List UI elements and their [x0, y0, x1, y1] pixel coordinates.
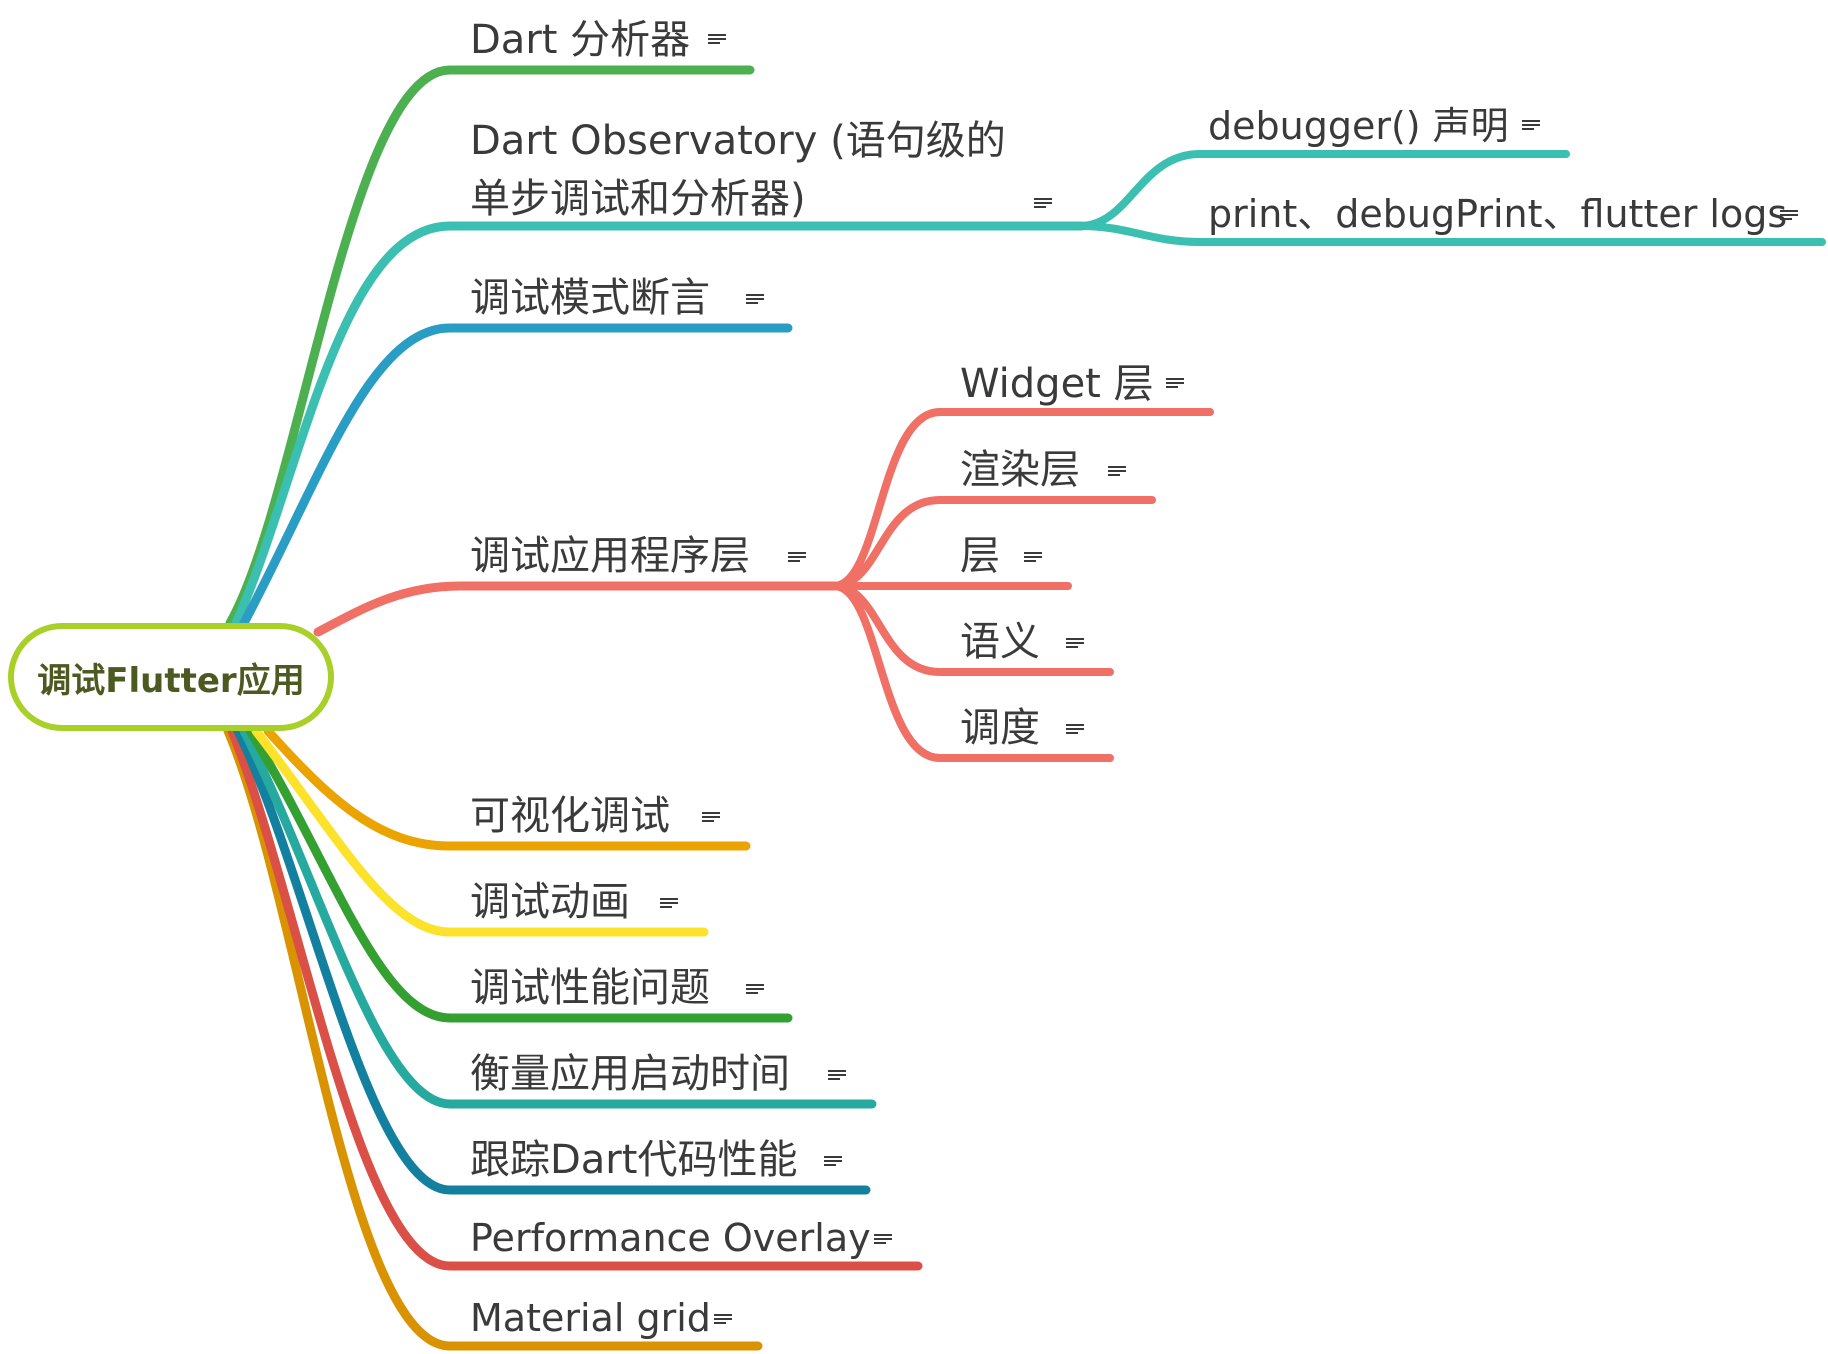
edge-render-layer	[830, 496, 1156, 590]
edge-debug-animation	[251, 726, 709, 937]
node-visual-debug[interactable]: 可视化调试	[470, 793, 670, 839]
note-icon[interactable]	[1166, 378, 1184, 392]
node-debug-animation[interactable]: 调试动画	[470, 879, 630, 925]
node-print[interactable]: print、debugPrint、flutter logs	[1208, 192, 1788, 236]
node-debugger[interactable]: debugger() 声明	[1208, 104, 1509, 148]
note-icon[interactable]	[874, 1234, 892, 1248]
node-widget-layer[interactable]: Widget 层	[960, 361, 1154, 407]
edge-debug-assert	[239, 323, 793, 628]
root-node-label: 调试Flutter应用	[37, 660, 305, 701]
edge-startup-time	[239, 726, 877, 1109]
note-icon[interactable]	[702, 812, 720, 826]
note-icon[interactable]	[1108, 466, 1126, 480]
node-layer[interactable]: 层	[960, 533, 1000, 579]
node-scheduling[interactable]: 调度	[960, 705, 1040, 751]
note-icon[interactable]	[708, 34, 726, 48]
note-icon[interactable]	[1024, 552, 1042, 566]
edge-dart-observatory	[231, 221, 1087, 628]
node-dart-analyzer[interactable]: Dart 分析器	[470, 17, 691, 63]
node-debug-assert[interactable]: 调试模式断言	[470, 275, 710, 321]
edge-visual-debug	[263, 726, 751, 851]
node-material-grid[interactable]: Material grid	[470, 1296, 711, 1340]
edge-widget-layer	[830, 408, 1214, 590]
note-icon[interactable]	[714, 1314, 732, 1328]
note-icon[interactable]	[1522, 120, 1540, 134]
note-icon[interactable]	[828, 1070, 846, 1084]
note-icon[interactable]	[660, 898, 678, 912]
note-icon[interactable]	[824, 1156, 842, 1170]
edge-debug-performance	[245, 726, 793, 1023]
edge-app-layers	[313, 581, 841, 637]
node-debug-performance[interactable]: 调试性能问题	[470, 965, 710, 1011]
edge-print	[1076, 222, 1826, 246]
note-icon[interactable]	[788, 552, 806, 566]
note-icon[interactable]	[1780, 210, 1798, 224]
edge-debugger	[1076, 150, 1570, 230]
node-trace-dart[interactable]: 跟踪Dart代码性能	[470, 1137, 798, 1183]
note-icon[interactable]	[1034, 198, 1052, 212]
edge-scheduling	[830, 582, 1114, 762]
node-render-layer[interactable]: 渲染层	[960, 447, 1080, 493]
node-app-layers[interactable]: 调试应用程序层	[470, 533, 750, 579]
edge-trace-dart	[233, 726, 871, 1195]
node-dart-observatory[interactable]: Dart Observatory (语句级的单步调试和分析器)	[470, 118, 1006, 222]
root-node[interactable]: 调试Flutter应用	[8, 623, 334, 731]
edge-performance-overlay	[227, 726, 923, 1271]
node-performance-overlay[interactable]: Performance Overlay	[470, 1216, 871, 1260]
note-icon[interactable]	[1066, 638, 1084, 652]
note-icon[interactable]	[746, 984, 764, 998]
note-icon[interactable]	[1066, 724, 1084, 738]
node-startup-time[interactable]: 衡量应用启动时间	[470, 1051, 790, 1097]
note-icon[interactable]	[746, 294, 764, 308]
node-semantics[interactable]: 语义	[960, 619, 1040, 665]
